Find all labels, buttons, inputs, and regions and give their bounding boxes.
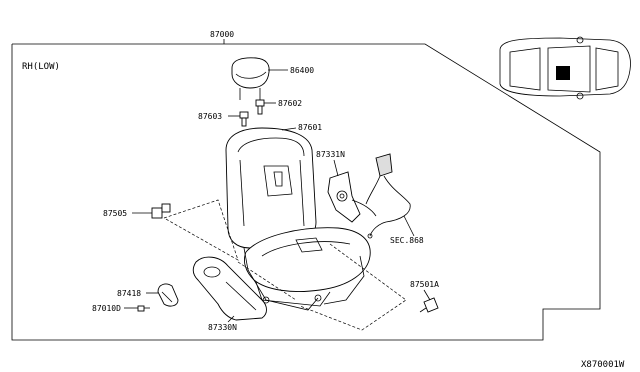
seat-cushion <box>243 227 371 307</box>
callout-87000: 87000 <box>210 30 234 39</box>
seat-belt-buckle <box>365 153 411 239</box>
headrest-guide-left <box>239 111 249 127</box>
callout-87418: 87418 <box>117 289 141 298</box>
callout-87603: 87603 <box>198 112 222 121</box>
headrest-guide-right <box>255 99 265 115</box>
callout-87501a: 87501A <box>410 280 439 289</box>
callout-87601: 87601 <box>298 123 322 132</box>
callout-87331n: 87331N <box>316 150 345 159</box>
leader-87501a <box>423 289 431 301</box>
callout-sec868: SEC.868 <box>390 236 424 245</box>
callout-87010d: 87010D <box>92 304 121 313</box>
seat-location-marker <box>556 66 570 80</box>
callout-87330n: 87330N <box>208 323 237 332</box>
seat-rails <box>243 247 365 311</box>
side-cover <box>192 256 267 321</box>
diagram-frame <box>11 43 601 341</box>
recliner-mechanism <box>327 171 377 223</box>
leader-sec868 <box>403 215 415 237</box>
section-label: RH(LOW) <box>22 62 60 72</box>
drawing-code: X870001W <box>581 360 625 370</box>
leader-87331n <box>333 159 339 177</box>
bracket-87505 <box>151 203 171 219</box>
leader-87601 <box>281 127 297 131</box>
car-locator-icon <box>499 36 631 100</box>
headrest <box>231 57 270 100</box>
clip-87501a <box>419 297 439 313</box>
assembly-outline <box>163 199 239 261</box>
callout-86400: 86400 <box>290 66 314 75</box>
screw <box>137 305 150 312</box>
callout-87505: 87505 <box>103 209 127 218</box>
leader-87330n <box>227 315 235 323</box>
recline-knob <box>157 283 179 307</box>
callout-87602: 87602 <box>278 99 302 108</box>
seat-back <box>225 127 317 249</box>
